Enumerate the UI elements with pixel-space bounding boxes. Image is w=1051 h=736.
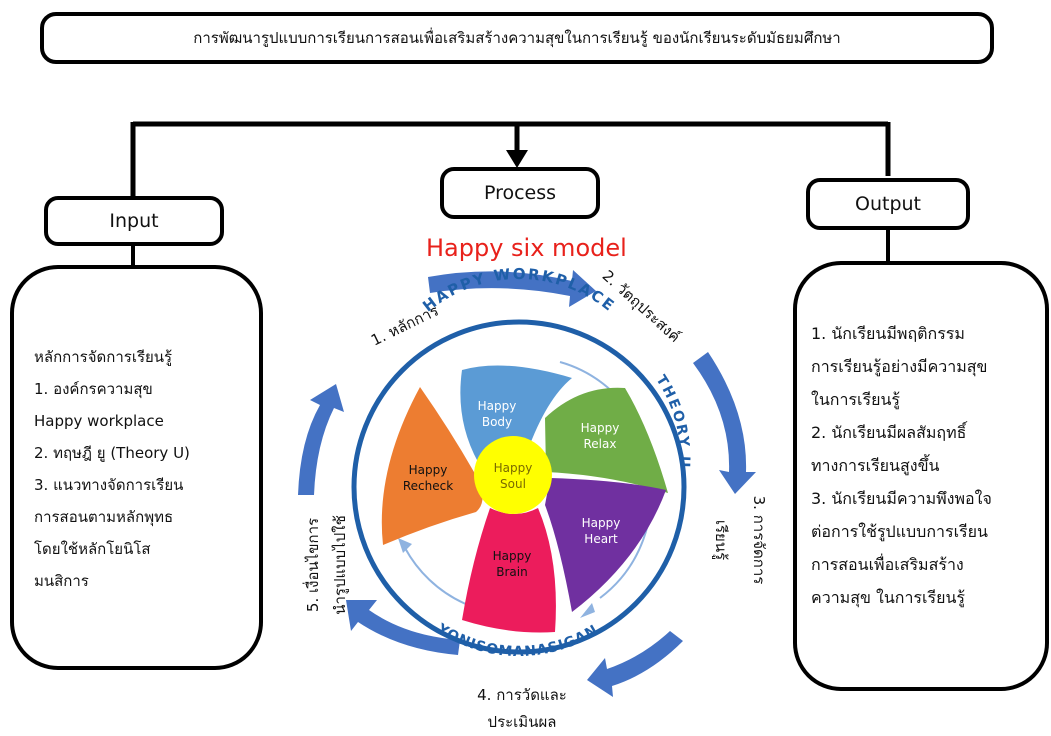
petal-soul	[474, 436, 552, 514]
arrow-right	[693, 352, 756, 494]
step-4-label: ประเมินผล	[488, 713, 557, 731]
process-header-box: Process	[440, 167, 600, 219]
step-1-label: 1. หลักการ	[368, 301, 441, 349]
soul-label: Soul	[500, 477, 526, 491]
output-header-box: Output	[806, 178, 970, 230]
output-line: การสอนเพื่อเสริมสร้าง	[811, 555, 964, 574]
inner-arrowhead	[580, 603, 595, 618]
output-line: 2. นักเรียนมีผลสัมฤทธิ์	[811, 423, 967, 442]
output-line: ต่อการใช้รูปแบบการเรียน	[811, 522, 988, 541]
step-5-label: นำรูปแบบไปใช้	[331, 515, 349, 615]
brain-label: Happy	[493, 549, 532, 563]
input-box: หลักการจัดการเรียนรู้ 1. องค์กรความสุข H…	[10, 265, 263, 670]
output-line: 3. นักเรียนมีความพึงพอใจ	[811, 489, 992, 508]
output-line: ความสุข ในการเรียนรู้	[811, 588, 965, 607]
input-header-box: Input	[44, 196, 224, 246]
petal-recheck	[381, 387, 483, 545]
input-header: Input	[109, 210, 159, 232]
input-line: หลักการจัดการเรียนรู้	[34, 348, 173, 366]
arrow-bottom-left	[346, 600, 460, 655]
inner-arrowhead	[398, 538, 412, 553]
input-line: โดยใช้หลักโยนิโส	[34, 540, 151, 558]
petal-body	[460, 365, 572, 466]
brain-label: Brain	[496, 565, 527, 579]
soul-label: Happy	[494, 461, 533, 475]
petal-relax	[545, 387, 668, 493]
ring-text-top: HAPPY WORKPLACE	[419, 265, 619, 316]
input-line: มนสิการ	[34, 572, 89, 590]
input-line: 1. องค์กรความสุข	[34, 380, 153, 398]
petal-heart	[545, 478, 666, 612]
input-line: Happy workplace	[34, 412, 164, 430]
step-5-label: 5. เงื่อนไขการ	[302, 518, 322, 612]
heart-label: Heart	[584, 532, 618, 546]
output-line: ในการเรียนรู้	[811, 390, 900, 409]
step-3-label: เรียนรู้	[712, 520, 730, 560]
output-line: การเรียนรู้อย่างมีความสุข	[811, 357, 988, 376]
heart-label: Happy	[582, 516, 621, 530]
step-4-label: 4. การวัดและ	[477, 686, 567, 704]
output-header: Output	[855, 193, 921, 215]
diagram-title: การพัฒนารูปแบบการเรียนการสอนเพื่อเสริมสร…	[193, 29, 841, 47]
arrow-top	[428, 270, 596, 307]
recheck-label: Recheck	[403, 479, 453, 493]
petal-brain	[462, 508, 556, 633]
relax-label: Happy	[581, 421, 620, 435]
relax-label: Relax	[584, 437, 617, 451]
model-title: Happy six model	[426, 234, 627, 262]
output-line: ทางการเรียนสูงขึ้น	[811, 456, 940, 475]
step-3-label: 3. การจัดการ	[750, 496, 768, 585]
recheck-label: Happy	[409, 463, 448, 477]
cycle-arrows	[298, 270, 756, 697]
body-label: Body	[482, 415, 512, 429]
input-line: 3. แนวทางจัดการเรียน	[34, 476, 184, 494]
process-header: Process	[483, 182, 557, 204]
diagram-title-box: การพัฒนารูปแบบการเรียนการสอนเพื่อเสริมสร…	[40, 12, 994, 64]
arrow-bottom-right	[587, 631, 683, 697]
process-arrow-head	[506, 150, 528, 168]
output-line: 1. นักเรียนมีพฤติกรรม	[811, 324, 965, 343]
input-line: 2. ทฤษฎี ยู (Theory U)	[34, 444, 190, 462]
output-box: 1. นักเรียนมีพฤติกรรม การเรียนรู้อย่างมี…	[793, 261, 1049, 691]
arrow-left	[298, 384, 344, 495]
body-label: Happy	[478, 399, 517, 413]
input-line: การสอนตามหลักพุทธ	[34, 508, 174, 526]
